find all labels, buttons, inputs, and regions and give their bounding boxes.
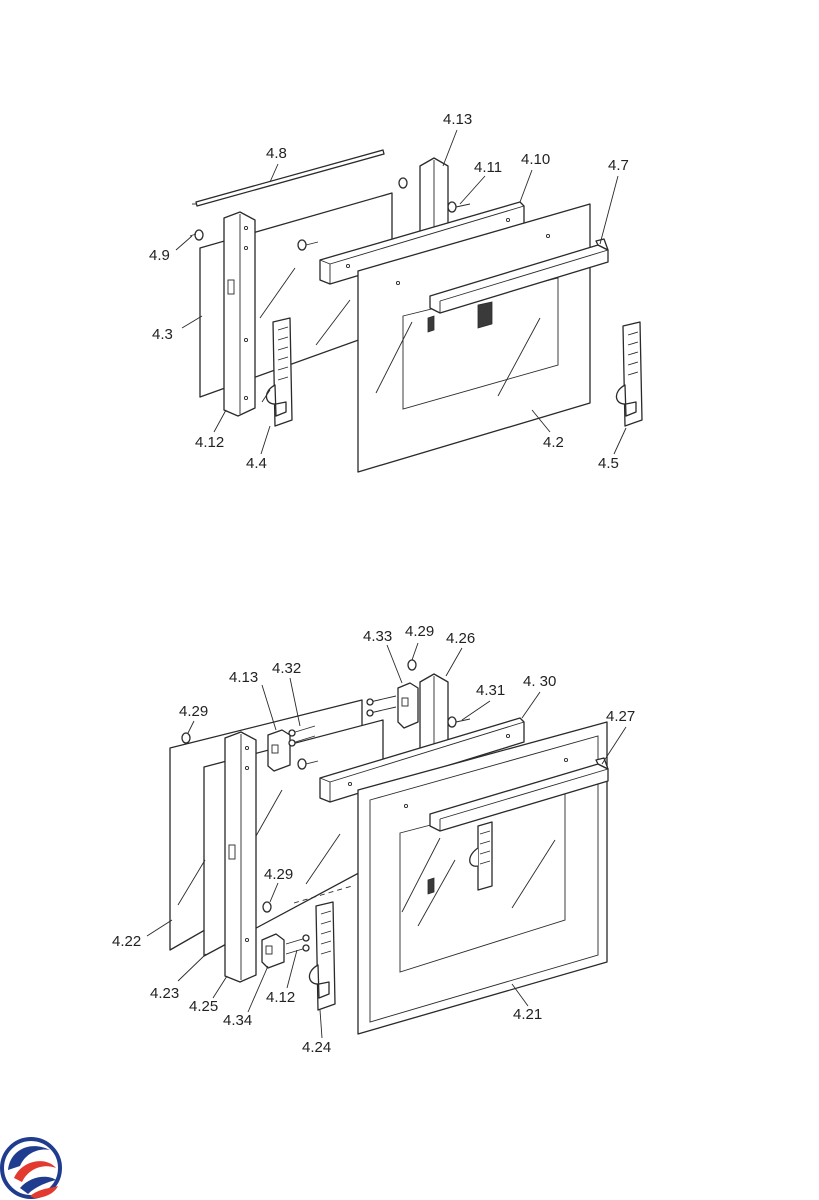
- hinge-4-24: [308, 901, 336, 1011]
- top-strip: [195, 149, 385, 207]
- callout-4-29-top: 4.29: [405, 623, 434, 640]
- callout-4-12-bottom: 4.12: [266, 989, 295, 1006]
- callout-4-4: 4.4: [246, 455, 267, 472]
- callout-4-33: 4.33: [363, 628, 392, 645]
- callout-4-5: 4.5: [598, 455, 619, 472]
- screw-top: [398, 177, 408, 189]
- callout-4-31: 4.31: [476, 682, 505, 699]
- callout-4-32: 4.32: [272, 660, 301, 677]
- callout-4-11: 4.11: [474, 159, 502, 176]
- top-trim-4-30: [319, 717, 525, 803]
- screw-4-9: [189, 229, 204, 241]
- screw-4-29-lower: [262, 901, 272, 913]
- callout-4-21: 4.21: [513, 1006, 542, 1023]
- bracket-4-33: [366, 682, 419, 729]
- screw-4-11: [447, 201, 471, 213]
- screw-left: [297, 239, 319, 251]
- callout-4-2: 4.2: [543, 434, 564, 451]
- bracket-4-34: [261, 933, 310, 969]
- callout-4-13-bottom: 4.13: [229, 669, 258, 686]
- bottom-assembly: 4.33 4.29 4.26 4.13 4.32 4. 30 4.31 4.29…: [112, 623, 635, 1056]
- screw-4-29-left: [181, 732, 191, 744]
- left-hinge: [261, 317, 293, 427]
- brand-swirl-logo: [0, 1137, 62, 1199]
- door-handle: [429, 238, 609, 314]
- left-side-profile: [223, 211, 256, 417]
- callout-4-8: 4.8: [266, 145, 287, 162]
- callout-4-29-left: 4.29: [179, 703, 208, 720]
- screw-4-29-top: [407, 659, 417, 671]
- callout-4-9: 4.9: [149, 247, 170, 264]
- callout-4-10: 4.10: [521, 151, 550, 168]
- callout-4-24: 4.24: [302, 1039, 331, 1056]
- callout-4-23: 4.23: [150, 985, 179, 1002]
- callout-4-12: 4.12: [195, 434, 224, 451]
- callout-4-30: 4. 30: [523, 673, 556, 690]
- callout-4-26: 4.26: [446, 630, 475, 647]
- door-handle-4-27: [429, 757, 609, 832]
- callout-4-13: 4.13: [443, 111, 472, 128]
- callout-4-25: 4.25: [189, 998, 218, 1015]
- pins-4-32: [288, 725, 316, 747]
- screw-4-31: [447, 716, 471, 728]
- callout-4-27: 4.27: [606, 708, 635, 725]
- callout-4-3: 4.3: [152, 326, 173, 343]
- screw-left-bottom: [297, 758, 319, 770]
- side-profile-4-25: [224, 731, 257, 983]
- callout-4-29-lower: 4.29: [264, 866, 293, 883]
- bracket-4-13: [267, 729, 291, 772]
- right-hinge: [615, 321, 643, 427]
- callout-4-34: 4.34: [223, 1012, 252, 1029]
- top-assembly: 4.13 4.8 4.11 4.10 4.7 4.9 4.3 4.12 4.4 …: [149, 111, 643, 473]
- callout-4-22: 4.22: [112, 933, 141, 950]
- callout-4-7: 4.7: [608, 157, 629, 174]
